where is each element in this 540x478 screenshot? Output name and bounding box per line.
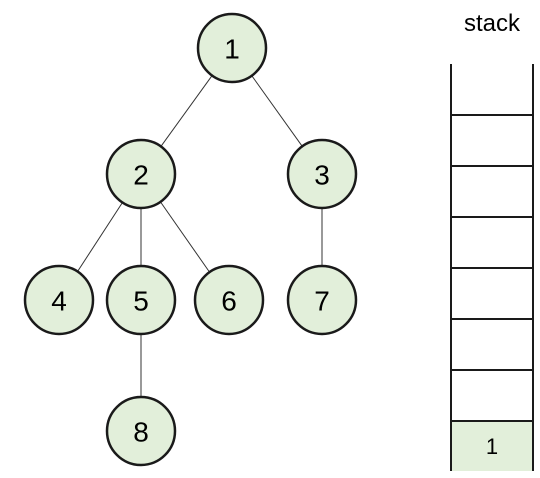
node-label: 5 bbox=[133, 286, 149, 317]
stack-slot bbox=[452, 267, 532, 318]
tree-node-1: 1 bbox=[196, 12, 268, 84]
node-circle bbox=[286, 138, 358, 210]
stack-slot bbox=[452, 165, 532, 216]
node-circle bbox=[196, 12, 268, 84]
tree-nodes: 1 2 3 4 5 6 7 8 bbox=[23, 12, 358, 467]
node-circle bbox=[193, 264, 265, 336]
tree-node-4: 4 bbox=[23, 264, 95, 336]
node-label: 3 bbox=[314, 160, 330, 191]
stack-slot bbox=[452, 318, 532, 369]
node-label: 4 bbox=[51, 286, 67, 317]
stack-slot: 1 bbox=[452, 420, 532, 471]
node-circle bbox=[105, 264, 177, 336]
node-circle bbox=[23, 264, 95, 336]
edge-1-3 bbox=[251, 75, 303, 147]
tree-node-7: 7 bbox=[286, 264, 358, 336]
stack-title: stack bbox=[463, 10, 520, 37]
node-circle bbox=[286, 264, 358, 336]
edge-1-2 bbox=[160, 75, 213, 147]
edge-2-4 bbox=[77, 202, 123, 272]
tree-node-6: 6 bbox=[193, 264, 265, 336]
edge-2-6 bbox=[160, 201, 210, 273]
tree-node-3: 3 bbox=[286, 138, 358, 210]
stack-slot bbox=[452, 216, 532, 267]
node-label: 2 bbox=[133, 160, 149, 191]
tree-node-8: 8 bbox=[105, 395, 177, 467]
node-label: 8 bbox=[133, 417, 149, 448]
tree-diagram: 1 2 3 4 5 6 7 8 bbox=[23, 12, 358, 467]
node-label: 7 bbox=[314, 286, 330, 317]
tree-node-2: 2 bbox=[105, 138, 177, 210]
node-circle bbox=[105, 395, 177, 467]
tree-node-5: 5 bbox=[105, 264, 177, 336]
node-circle bbox=[105, 138, 177, 210]
stack-slot bbox=[452, 114, 532, 165]
tree-edges bbox=[77, 75, 323, 397]
node-label: 6 bbox=[221, 286, 237, 317]
node-label: 1 bbox=[224, 34, 240, 65]
stack-slot bbox=[452, 369, 532, 420]
stack-container: 1 bbox=[450, 64, 534, 471]
